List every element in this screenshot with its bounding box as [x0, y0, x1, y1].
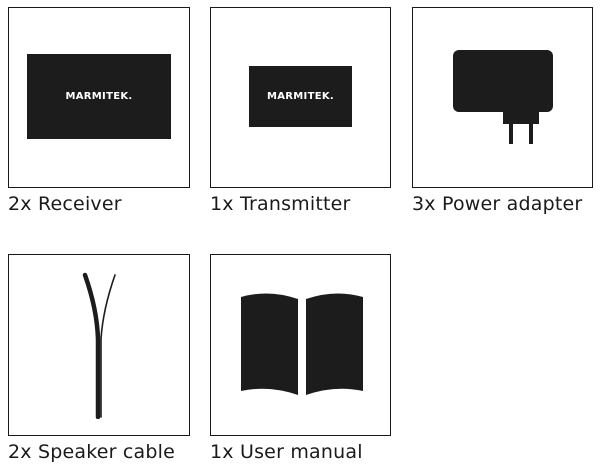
- item-caption: 2x Speaker cable: [8, 441, 176, 463]
- item-caption: 1x User manual: [210, 441, 363, 463]
- speaker-cable-icon: [82, 272, 116, 419]
- item-caption: 3x Power adapter: [412, 193, 583, 215]
- item-caption: 2x Receiver: [8, 193, 122, 215]
- item-image-frame: [210, 254, 391, 436]
- user-manual-icon: [241, 293, 363, 395]
- transmitter-icon: MARMITEK.: [249, 66, 352, 127]
- item-image-frame: [8, 254, 190, 436]
- item-image-frame: MARMITEK.: [210, 7, 391, 188]
- item-caption: 1x Transmitter: [210, 193, 351, 215]
- brand-logo: MARMITEK.: [65, 91, 133, 102]
- brand-logo: MARMITEK.: [267, 91, 334, 102]
- item-image-frame: [412, 7, 593, 188]
- power-adapter-icon: [453, 50, 553, 144]
- item-image-frame: MARMITEK.: [8, 7, 190, 188]
- receiver-icon: MARMITEK.: [27, 54, 171, 139]
